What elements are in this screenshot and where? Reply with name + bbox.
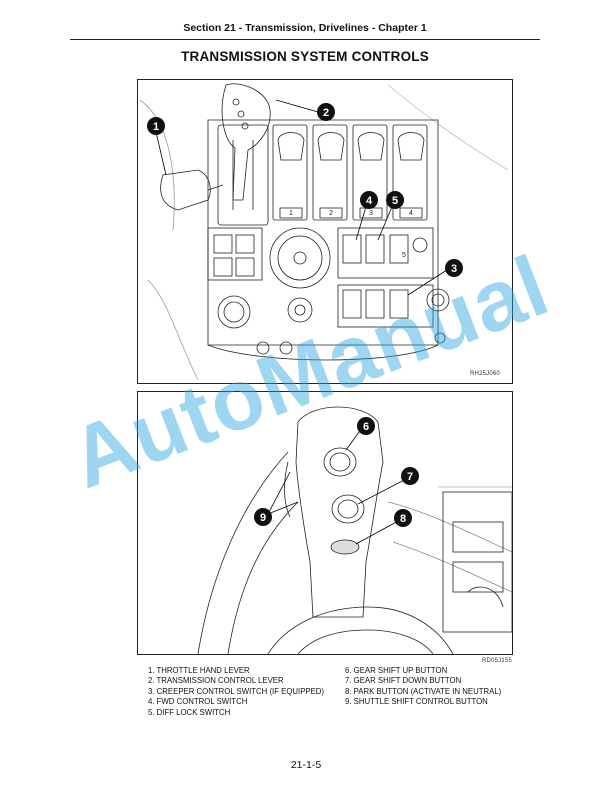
legend-item: 4. FWD CONTROL SWITCH	[148, 697, 248, 707]
callout-7: 7	[401, 467, 419, 485]
callout-8: 8	[394, 509, 412, 527]
callout-2: 2	[317, 103, 335, 121]
console-illustration: 1 2 3 4 5 1 2 3 4 5	[139, 83, 509, 381]
svg-text:5: 5	[392, 195, 398, 207]
svg-text:1: 1	[153, 121, 159, 133]
page-number: 21-1-5	[290, 759, 322, 771]
svg-text:9: 9	[260, 512, 266, 524]
svg-text:4: 4	[366, 195, 373, 207]
legend-item: 1. THROTTLE HAND LEVER	[148, 666, 250, 675]
svg-text:8: 8	[400, 513, 406, 525]
panel-label-gear-4: 4	[409, 210, 413, 217]
callout-3: 3	[445, 259, 463, 277]
svg-text:3: 3	[451, 263, 457, 275]
panel-label-gear-3: 3	[369, 210, 373, 217]
joystick-illustration: 6 7 8 9	[197, 406, 512, 654]
svg-text:6: 6	[363, 421, 369, 433]
callout-6: 6	[357, 417, 375, 435]
legend-item: 6. GEAR SHIFT UP BUTTON	[345, 666, 448, 675]
svg-text:7: 7	[407, 471, 413, 483]
panel-label-creeper-5: 5	[402, 252, 406, 259]
figure-console-controls: 1 2 3 4 5 1 2 3 4 5	[137, 79, 513, 384]
legend-left: 1. THROTTLE HAND LEVER 2. TRANSMISSION C…	[148, 666, 324, 718]
legend-item: 7. GEAR SHIFT DOWN BUTTON	[345, 676, 462, 686]
figure-joystick-controls: 6 7 8 9	[137, 391, 513, 655]
callout-4: 4	[360, 191, 378, 209]
legend-item: 3. CREEPER CONTROL SWITCH (IF EQUIPPED)	[148, 686, 325, 696]
section-header: Section 21 - Transmission, Drivelines - …	[183, 22, 427, 34]
legend-item: 2. TRANSMISSION CONTROL LEVER	[148, 676, 284, 686]
page-title: TRANSMISSION SYSTEM CONTROLS	[181, 49, 429, 64]
figure-code-1: RH25J060	[470, 371, 500, 377]
panel-label-gear-2: 2	[329, 210, 333, 217]
legend-item: 5. DIFF LOCK SWITCH	[148, 707, 231, 717]
figure-code-2: RD05J155	[482, 658, 512, 664]
callout-1: 1	[147, 117, 165, 135]
legend-item: 8. PARK BUTTON (ACTIVATE IN NEUTRAL)	[345, 686, 502, 696]
legend-item: 9. SHUTTLE SHIFT CONTROL BUTTON	[345, 697, 488, 707]
callout-9: 9	[254, 508, 272, 526]
legend-right: 6. GEAR SHIFT UP BUTTON 7. GEAR SHIFT DO…	[345, 666, 501, 708]
callout-5: 5	[386, 191, 404, 209]
panel-label-gear-1: 1	[289, 210, 293, 217]
header-rule	[70, 39, 540, 40]
svg-text:2: 2	[323, 107, 329, 119]
